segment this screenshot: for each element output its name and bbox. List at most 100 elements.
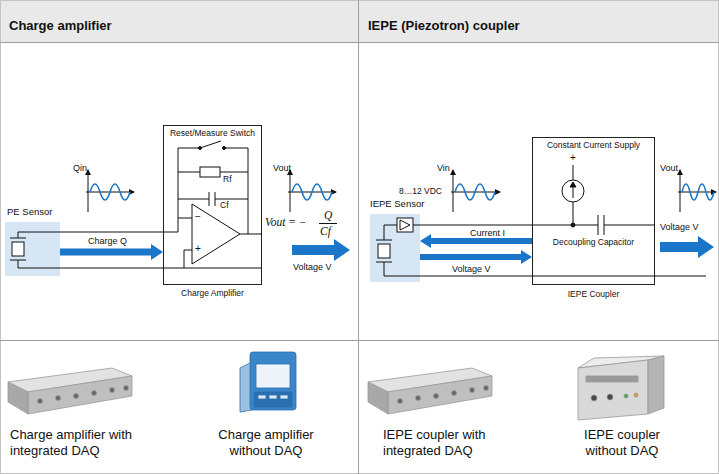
sensor-lead [384,262,420,276]
sensor-lead [18,260,60,268]
connector [110,388,115,393]
pe-sensor-symbol [10,232,60,268]
junction-dot [571,223,575,227]
axis [290,170,291,212]
arrow-shaft [420,254,521,260]
connector [92,391,97,396]
wire [532,225,598,226]
row-divider [0,340,719,341]
arrowhead [420,234,431,248]
wire-connector [420,225,532,226]
arrow-shaft [60,249,151,256]
arrowhead [521,250,532,264]
connector [398,399,403,404]
axis [680,170,681,212]
connector [74,394,79,399]
supply-label: Constant Current Supply [527,141,660,151]
wire [248,148,249,234]
connector [56,396,61,401]
box-caption: IEPE Coupler [532,290,655,300]
wire [420,225,532,226]
current-arrowhead [570,182,576,187]
product-caption: Charge amplifier without DAQ [205,427,327,459]
device-front [578,360,648,420]
indicator-led [634,393,638,397]
device-button [280,395,288,399]
device-front [28,376,132,414]
output-arrow [292,239,350,261]
capacitor-symbol [209,192,210,206]
column-header: Charge amplifier [0,0,358,42]
component-label: Rf [223,175,232,185]
wire [240,234,262,235]
column-divider [358,0,359,474]
sensor-label: PE Sensor [7,207,87,218]
wire [184,250,192,268]
sensor-lead [384,225,397,240]
pin-sign: + [195,243,201,255]
iepe-sensor-symbol [376,218,420,276]
wire [178,199,209,200]
current-source-symbol [562,180,584,202]
wire [60,232,163,233]
output-arrow [660,236,714,258]
wire [604,225,655,226]
wire [224,148,248,149]
handheld-charge-amplifier [240,352,296,412]
coupler-box: Constant Current SupplyDecoupling Capaci… [532,137,655,285]
supply-range: 8…12 VDC [399,187,442,197]
wire-connector [60,268,163,269]
wire [178,148,200,149]
pin-sign: − [195,211,201,223]
sine-wave [455,184,495,200]
wire [178,148,179,232]
input-charge-graph [86,170,134,212]
sensor-label: IEPE Sensor [370,199,460,210]
signal-name: Qin [73,163,87,173]
connector [607,394,613,400]
wire [532,276,706,277]
edge-label: Charge Q [88,236,127,246]
formula-numerator: Q [324,209,332,222]
iepe-coupler-device [578,356,664,420]
device-side [648,356,664,414]
sensor-plate [10,238,26,239]
arrow-shaft [431,238,532,244]
axis [453,170,454,212]
device-side [8,382,28,414]
amplifier-triangle [400,220,410,230]
formula-text: Vout = − [265,216,307,229]
edge-label: Current I [470,228,505,238]
device-button [269,395,277,399]
wire-connector [420,276,532,277]
edge-label: Voltage V [452,264,491,274]
coupler-circuit [532,165,706,276]
connector [470,388,475,393]
signal-arrow [420,250,532,264]
connector [591,395,597,401]
capacitor-symbol [598,215,599,235]
device-label-strip [586,376,638,382]
edge-layer [60,225,532,276]
device-screen [256,364,290,388]
arrowhead [151,244,163,260]
device-side [368,382,388,414]
switch-label: Reset/Measure Switch [153,129,272,139]
wire [220,172,248,173]
device-front [388,376,492,414]
wire [215,199,248,200]
signal-name: Vout [273,163,291,173]
component-label: Cf [220,201,229,211]
box-caption: Charge Amplifier [153,289,272,299]
product-caption: Charge amplifier with integrated DAQ [10,427,160,459]
signal-label: Voltage V [660,222,699,232]
crystal-symbol [378,244,390,258]
signal-arrow [60,244,163,260]
column-header: IEPE (Piezotron) coupler [359,0,719,42]
connector [38,399,43,404]
sine-wave [90,184,130,200]
connector [484,386,489,391]
